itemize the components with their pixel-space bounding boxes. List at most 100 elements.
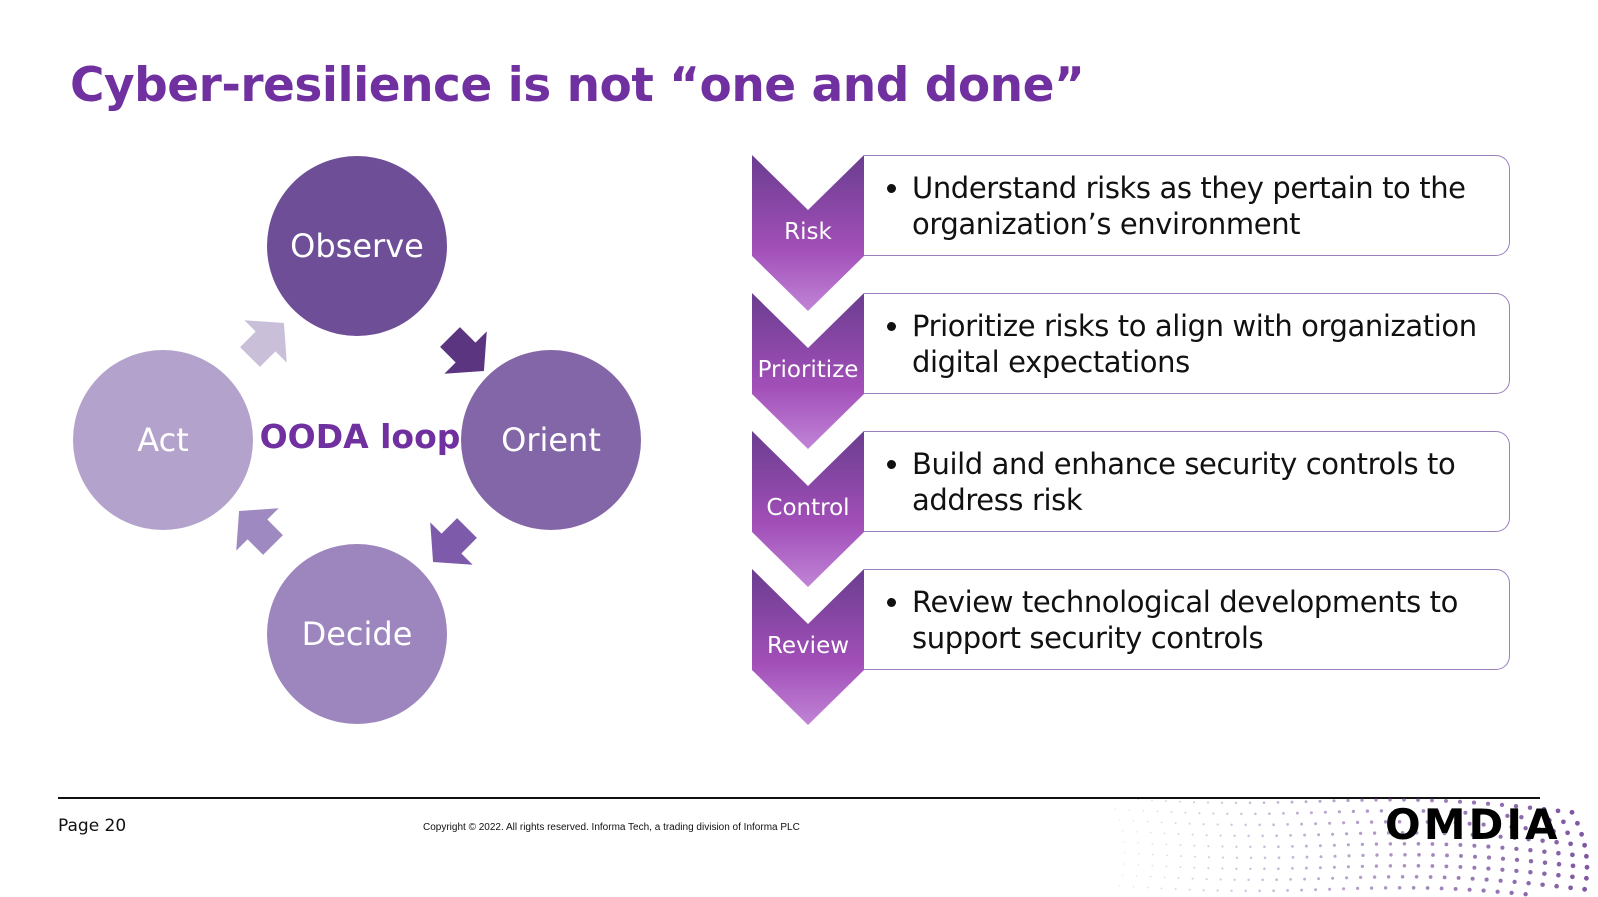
decor-dot xyxy=(1268,812,1271,816)
decor-dot xyxy=(1512,879,1517,885)
decor-dot xyxy=(1261,834,1264,838)
decor-dot xyxy=(1400,875,1405,879)
decor-dot xyxy=(1360,864,1365,869)
ooda-center-label: OODA loop xyxy=(259,417,461,456)
decor-dot xyxy=(1212,812,1215,815)
node-decide-label: Decide xyxy=(301,615,413,653)
decor-dot xyxy=(1383,820,1388,824)
decor-dot xyxy=(1177,877,1180,880)
decor-dot xyxy=(1463,810,1468,815)
decor-dot xyxy=(1318,844,1322,848)
decorative-dot-pattern xyxy=(1109,797,1590,897)
decor-dot xyxy=(1582,886,1587,892)
decor-dot xyxy=(1540,838,1545,843)
decor-dot xyxy=(1402,864,1407,868)
decor-dot xyxy=(1528,869,1533,875)
decor-dot xyxy=(1193,855,1197,858)
decor-dot xyxy=(1240,812,1243,816)
decor-dot xyxy=(1328,821,1332,825)
chevron-column xyxy=(752,155,864,725)
decor-dot xyxy=(1291,845,1294,848)
decor-dot xyxy=(1358,875,1363,880)
arrow-decide-to-act xyxy=(236,508,283,555)
decor-dot xyxy=(1346,798,1350,803)
decor-dot xyxy=(1149,875,1152,878)
decor-dot xyxy=(1177,833,1180,836)
decor-dot xyxy=(1300,888,1304,892)
node-orient-label: Orient xyxy=(501,421,601,459)
decor-dot xyxy=(1132,819,1135,822)
decor-dot xyxy=(1456,875,1461,880)
decor-dot xyxy=(1138,852,1140,855)
decor-dot xyxy=(1261,878,1264,882)
decor-dot xyxy=(1192,801,1196,804)
decor-dot xyxy=(1499,802,1505,808)
decor-dot xyxy=(1205,878,1208,881)
decor-dot xyxy=(1431,853,1435,857)
decor-dot xyxy=(1386,831,1391,835)
decor-dot xyxy=(1554,883,1559,889)
decor-dot xyxy=(1526,880,1531,886)
decor-dot xyxy=(1323,810,1327,814)
decor-dot xyxy=(1425,886,1430,890)
decor-dot xyxy=(1416,841,1421,846)
decor-dot xyxy=(1540,882,1545,887)
decor-dot xyxy=(1289,878,1292,881)
decor-dot xyxy=(1247,834,1250,838)
decor-dot xyxy=(1523,825,1528,831)
decor-dot xyxy=(1156,810,1159,813)
decor-dot xyxy=(1554,839,1559,845)
decor-dot xyxy=(1317,833,1321,837)
decor-dot xyxy=(1207,856,1211,859)
decor-dot xyxy=(1519,814,1524,820)
decor-dot xyxy=(1481,822,1486,827)
decor-dot xyxy=(1386,875,1391,879)
decor-dot xyxy=(1388,842,1393,846)
decor-dot xyxy=(1430,842,1435,846)
decor-dot xyxy=(1393,809,1398,813)
decor-dot xyxy=(1235,867,1238,870)
decor-dot xyxy=(1109,797,1111,799)
decor-dot xyxy=(1470,832,1475,837)
step-prioritize-label: Prioritize xyxy=(757,357,859,383)
decor-dot xyxy=(1207,845,1210,848)
copyright-text: Copyright © 2022. All rights reserved. I… xyxy=(423,822,800,833)
decor-dot xyxy=(1317,877,1321,881)
decor-dot xyxy=(1570,863,1576,869)
decor-dot xyxy=(1151,864,1154,867)
decor-dot xyxy=(1495,823,1500,828)
decor-dot xyxy=(1458,842,1463,847)
decor-dot xyxy=(1221,867,1224,870)
decor-dot xyxy=(1556,850,1561,856)
decor-dot xyxy=(1205,834,1208,837)
decor-dot xyxy=(1263,867,1266,871)
decor-dot xyxy=(1402,842,1407,846)
decor-dot xyxy=(1290,800,1294,804)
decor-dot xyxy=(1202,889,1205,892)
decor-dot xyxy=(1221,856,1225,859)
decor-dot xyxy=(1486,844,1491,849)
decor-dot xyxy=(1500,856,1506,861)
decor-dot xyxy=(1379,809,1384,813)
decor-dot xyxy=(1484,877,1489,882)
decor-dot xyxy=(1374,798,1378,802)
decor-dot xyxy=(1561,819,1566,825)
decor-dot xyxy=(1528,847,1533,853)
decor-dot xyxy=(1235,845,1238,848)
decor-dot xyxy=(1291,856,1295,859)
decor-dot xyxy=(1411,885,1416,890)
decor-dot xyxy=(1435,809,1440,814)
decor-dot xyxy=(1541,806,1547,812)
decor-dot xyxy=(1346,865,1350,869)
decor-dot xyxy=(1570,852,1575,858)
decor-dot xyxy=(1146,820,1149,823)
decor-dot xyxy=(1337,810,1341,814)
decor-dot xyxy=(1137,841,1140,844)
chevron-prioritize xyxy=(752,293,864,449)
decor-dot xyxy=(1542,849,1547,854)
decor-dot xyxy=(1397,820,1402,824)
decor-dot xyxy=(1471,800,1477,805)
node-act: Act xyxy=(73,350,253,530)
decor-dot xyxy=(1174,888,1177,891)
decor-dot xyxy=(1163,832,1166,835)
